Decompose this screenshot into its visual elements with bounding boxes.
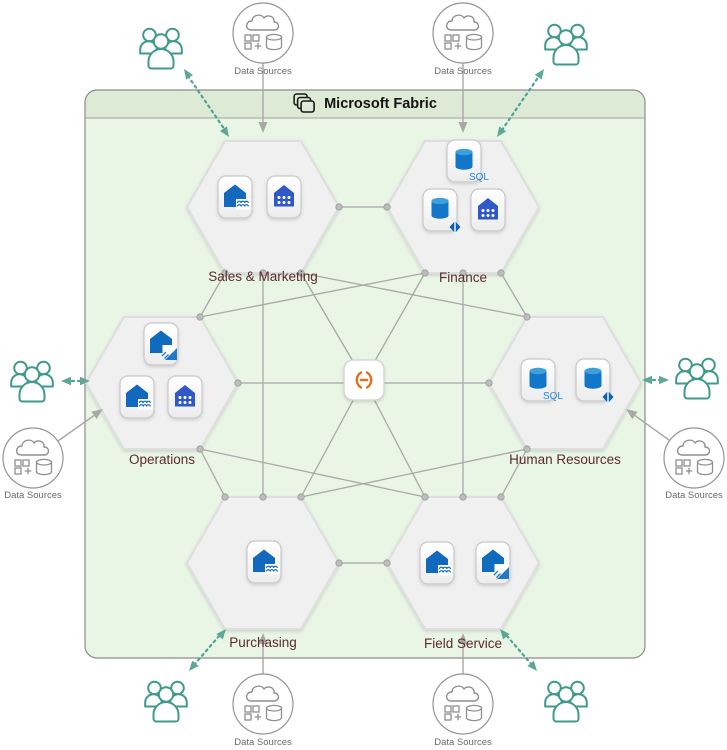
data-sources-icon — [432, 2, 494, 64]
connector-line — [500, 448, 528, 498]
user-group-icon — [10, 360, 54, 403]
fabric-title: Microsoft Fabric — [293, 93, 437, 115]
domain-hub-link-icon — [343, 359, 385, 401]
data-sources-label: Data Sources — [434, 66, 492, 77]
user-group-icon — [139, 27, 183, 70]
domain-label-field-service: Field Service — [423, 636, 503, 651]
data-sources-label: Data Sources — [665, 490, 723, 501]
lakehouse-icon — [218, 176, 252, 218]
mesh-junction-dots — [196, 203, 531, 567]
data-sources-icon — [2, 427, 64, 489]
data-sources-icon — [232, 2, 294, 64]
connector-line — [199, 272, 426, 318]
mirrored-database-icon — [423, 189, 462, 234]
domain-label-operations: Operations — [128, 452, 196, 467]
fabric-title-band — [85, 90, 645, 118]
domain-label-sales-marketing: Sales & Marketing — [208, 269, 318, 284]
data-sources-icon — [232, 673, 294, 735]
user-group-icon — [675, 357, 719, 400]
connector-line — [199, 272, 226, 318]
warehouse-icon — [168, 376, 202, 418]
data-sources-label: Data Sources — [234, 737, 292, 748]
sql-database-icon: SQL — [447, 140, 489, 183]
connector-line — [199, 448, 426, 498]
lakehouse-icon — [247, 541, 281, 583]
domain-label-finance: Finance — [438, 270, 488, 285]
connector-line — [199, 448, 226, 498]
data-sources-icon — [432, 673, 494, 735]
connector-line — [500, 272, 528, 318]
data-sources-label: Data Sources — [234, 66, 292, 77]
sql-label: SQL — [469, 172, 489, 183]
sql-database-icon: SQL — [521, 359, 563, 402]
connector-line — [300, 272, 528, 318]
user-group-icon — [144, 680, 188, 723]
user-group-icon — [544, 23, 588, 66]
warehouse-icon — [267, 176, 301, 218]
data-sources-label: Data Sources — [434, 737, 492, 748]
user-group-icon — [544, 680, 588, 723]
data-sources-label: Data Sources — [4, 490, 62, 501]
lakehouse-icon — [420, 542, 454, 584]
mirrored-database-icon — [576, 359, 615, 404]
lakehouse-shortcut-icon — [144, 323, 178, 365]
lakehouse-shortcut-icon — [476, 542, 510, 584]
sql-label: SQL — [543, 391, 563, 402]
domain-label-human-resources: Human Resources — [509, 452, 621, 467]
warehouse-icon — [471, 189, 505, 231]
lakehouse-icon — [120, 376, 154, 418]
data-sources-icon — [663, 427, 725, 489]
domain-label-purchasing: Purchasing — [229, 635, 297, 650]
fabric-title-label: Microsoft Fabric — [324, 96, 437, 112]
fabric-layers-icon — [293, 93, 315, 113]
connector-line — [300, 448, 528, 498]
